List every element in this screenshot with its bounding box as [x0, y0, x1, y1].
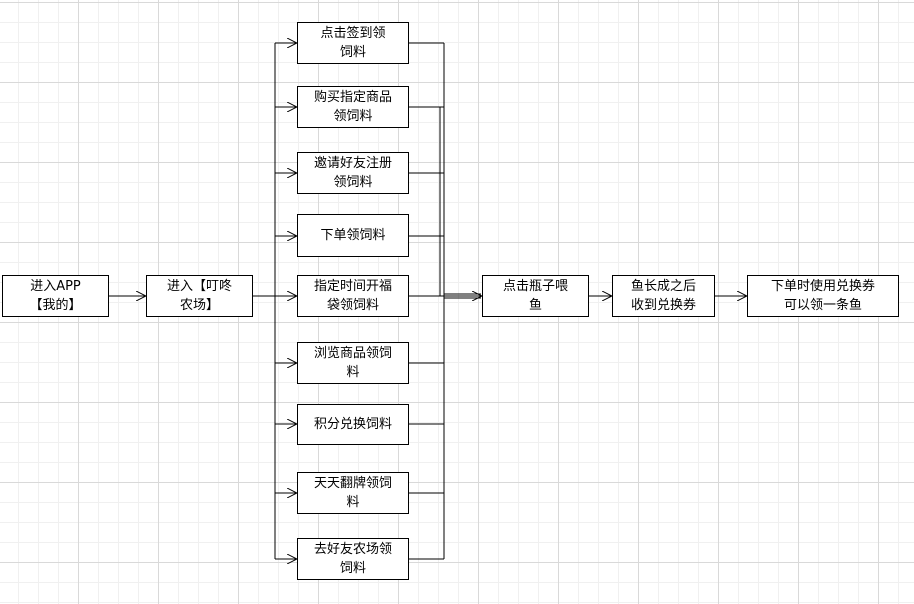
node-flip-card: 天天翻牌领饲 料 — [297, 472, 409, 514]
node-buy-product-label: 购买指定商品 领饲料 — [313, 90, 392, 124]
node-enter-farm: 进入【叮咚 农场】 — [146, 275, 253, 317]
node-friend-farm-label: 去好友农场领 饲料 — [313, 542, 392, 576]
node-invite-friend-label: 邀请好友注册 领饲料 — [313, 156, 392, 190]
node-friend-farm: 去好友农场领 饲料 — [297, 538, 409, 580]
node-sign-in: 点击签到领 饲料 — [297, 22, 409, 64]
node-sign-in-label: 点击签到领 饲料 — [320, 26, 386, 60]
node-fish-grown-label: 鱼长成之后 收到兑换券 — [630, 279, 696, 313]
node-lucky-bag-label: 指定时间开福 袋领饲料 — [313, 279, 392, 313]
node-flip-card-label: 天天翻牌领饲 料 — [313, 476, 392, 510]
node-place-order-label: 下单领饲料 — [320, 228, 386, 243]
node-invite-friend: 邀请好友注册 领饲料 — [297, 152, 409, 194]
node-points-label: 积分兑换饲料 — [313, 417, 392, 432]
node-feed-fish-label: 点击瓶子喂 鱼 — [502, 279, 568, 313]
node-enter-farm-label: 进入【叮咚 农场】 — [166, 279, 232, 313]
node-fish-grown: 鱼长成之后 收到兑换券 — [612, 275, 715, 317]
node-feed-fish: 点击瓶子喂 鱼 — [482, 275, 589, 317]
node-points: 积分兑换饲料 — [297, 404, 409, 445]
node-redeem-label: 下单时使用兑换券 可以领一条鱼 — [770, 279, 875, 313]
node-buy-product: 购买指定商品 领饲料 — [297, 86, 409, 128]
node-browse: 浏览商品领饲 料 — [297, 342, 409, 384]
node-enter-app-label: 进入APP 【我的】 — [29, 279, 82, 313]
node-enter-app: 进入APP 【我的】 — [2, 275, 109, 317]
node-redeem: 下单时使用兑换券 可以领一条鱼 — [747, 275, 899, 317]
node-browse-label: 浏览商品领饲 料 — [313, 346, 392, 380]
node-place-order: 下单领饲料 — [297, 214, 409, 257]
node-lucky-bag: 指定时间开福 袋领饲料 — [297, 275, 409, 317]
